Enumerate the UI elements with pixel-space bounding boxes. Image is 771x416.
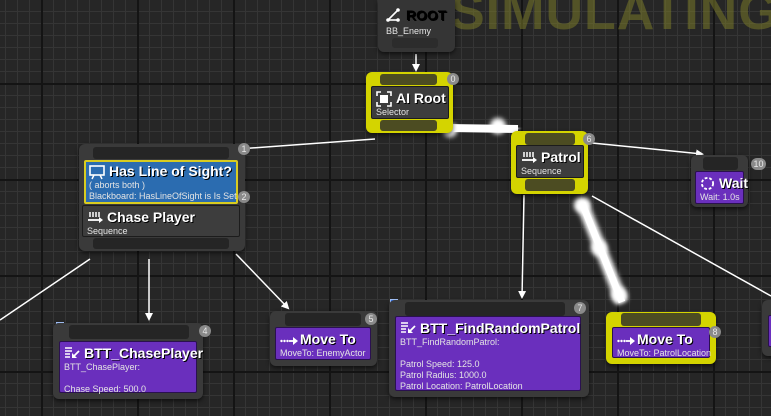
btt-find-patrol-location: Patrol Location: PatrolLocation [400, 381, 523, 391]
sequence-icon [87, 210, 103, 224]
wait-icon [700, 176, 715, 191]
wire-patrol-wait [591, 142, 704, 158]
wait-input-pin[interactable] [703, 157, 738, 170]
selector-icon [376, 91, 392, 107]
move-to-patrol-title: Move To [637, 331, 693, 347]
wire-airoot-chase [236, 138, 376, 153]
move-to-enemy-input-pin[interactable] [285, 313, 361, 326]
execution-index-badge: 1 [238, 143, 250, 155]
btt-find-random-patrol-node[interactable]: BTT_FindRandomPatrol BTT_FindRandomPatro… [389, 300, 589, 397]
btt-chase-speed: Chase Speed: 500.0 [64, 384, 147, 394]
chase-player-output-pin[interactable] [93, 238, 229, 249]
btt-chase-player-node[interactable]: BTT_ChasePlayer BTT_ChasePlayer: Chase S… [53, 323, 211, 399]
execution-index-badge: 4 [199, 325, 211, 337]
btt-chase-line1: BTT_ChasePlayer: [64, 362, 141, 372]
chase-player-input-pin[interactable] [93, 147, 229, 159]
move-to-patrol-subtitle: MoveTo: PatrolLocation [617, 348, 712, 358]
blackboard-icon [89, 164, 105, 180]
root-output-pin[interactable] [392, 38, 438, 48]
patrol-title: Patrol [541, 149, 581, 165]
move-to-enemy-node[interactable]: Move To MoveTo: EnemyActor 5 [270, 311, 377, 366]
move-to-icon [280, 332, 298, 346]
execution-index-badge: 10 [751, 158, 766, 170]
btt-find-spacer [400, 348, 576, 359]
execution-index-badge: 8 [709, 326, 721, 338]
wire-patrol-offscreen [591, 195, 771, 297]
patrol-subtitle: Sequence [521, 166, 562, 176]
sequence-icon [521, 150, 537, 164]
move-to-enemy-subtitle: MoveTo: EnemyActor [280, 348, 366, 358]
root-icon [386, 8, 402, 22]
ai-root-input-pin[interactable] [380, 74, 437, 85]
btt-chase-line2 [64, 373, 192, 384]
move-to-enemy-title: Move To [300, 331, 356, 347]
btt-find-patrol-speed: Patrol Speed: 125.0 [400, 359, 480, 369]
wait-node[interactable]: Wait Wait: 1.0s 10 [691, 155, 766, 207]
ai-root-output-pin[interactable] [380, 120, 437, 131]
wire-patrol-moveto-active [574, 197, 628, 305]
execution-index-badge: 6 [583, 133, 595, 145]
chase-player-node[interactable]: Has Line of Sight? ( aborts both ) Black… [79, 143, 250, 251]
chase-player-subtitle: Sequence [87, 226, 128, 236]
simulating-watermark: SIMULATING [450, 0, 771, 41]
btt-find-patrol-radius: Patrol Radius: 1000.0 [400, 370, 487, 380]
wire-chase-offscreen [0, 258, 91, 321]
decorator-condition: Blackboard: HasLineOfSight is Is Set [89, 191, 237, 201]
task-icon [64, 346, 80, 360]
ai-root-subtitle: Selector [376, 107, 410, 117]
ai-root-node[interactable]: AI Root Selector 0 [366, 72, 459, 133]
btt-find-input-pin[interactable] [405, 302, 565, 316]
has-line-of-sight-decorator[interactable]: Has Line of Sight? ( aborts both ) Black… [84, 160, 238, 204]
btt-chase-input-pin[interactable] [69, 325, 189, 339]
move-to-icon [617, 332, 635, 346]
execution-index-badge: 0 [447, 73, 459, 85]
btt-chase-title: BTT_ChasePlayer [84, 345, 204, 361]
patrol-output-pin[interactable] [525, 179, 575, 191]
ai-root-title: AI Root [396, 90, 446, 106]
wait-subtitle: Wait: 1.0s [700, 192, 740, 202]
offscreen-task-node[interactable] [762, 300, 771, 356]
patrol-node[interactable]: Patrol Sequence 6 [511, 131, 595, 194]
btt-find-line1: BTT_FindRandomPatrol: [400, 337, 500, 347]
root-subtitle: BB_Enemy [386, 26, 432, 36]
root-title: ROOT [406, 7, 447, 23]
patrol-input-pin[interactable] [525, 133, 575, 145]
task-icon [400, 321, 416, 335]
wait-title: Wait [719, 175, 749, 191]
wire-patrol-find [518, 194, 527, 299]
decorator-abort-mode: ( aborts both ) [89, 180, 146, 190]
root-node[interactable]: ROOT BB_Enemy [378, 0, 455, 52]
btt-find-title: BTT_FindRandomPatrol [420, 320, 581, 336]
execution-index-badge: 5 [365, 313, 377, 325]
decorator-title: Has Line of Sight? [109, 163, 232, 179]
chase-player-title: Chase Player [107, 209, 195, 225]
move-to-patrol-node[interactable]: Move To MoveTo: PatrolLocation 8 [606, 312, 721, 364]
wire-chase-moveto [235, 253, 290, 310]
decorator-index-badge: 2 [238, 191, 250, 203]
move-to-patrol-input-pin[interactable] [621, 313, 701, 326]
wire-airoot-patrol-active [443, 118, 519, 137]
execution-index-badge: 7 [574, 302, 586, 314]
